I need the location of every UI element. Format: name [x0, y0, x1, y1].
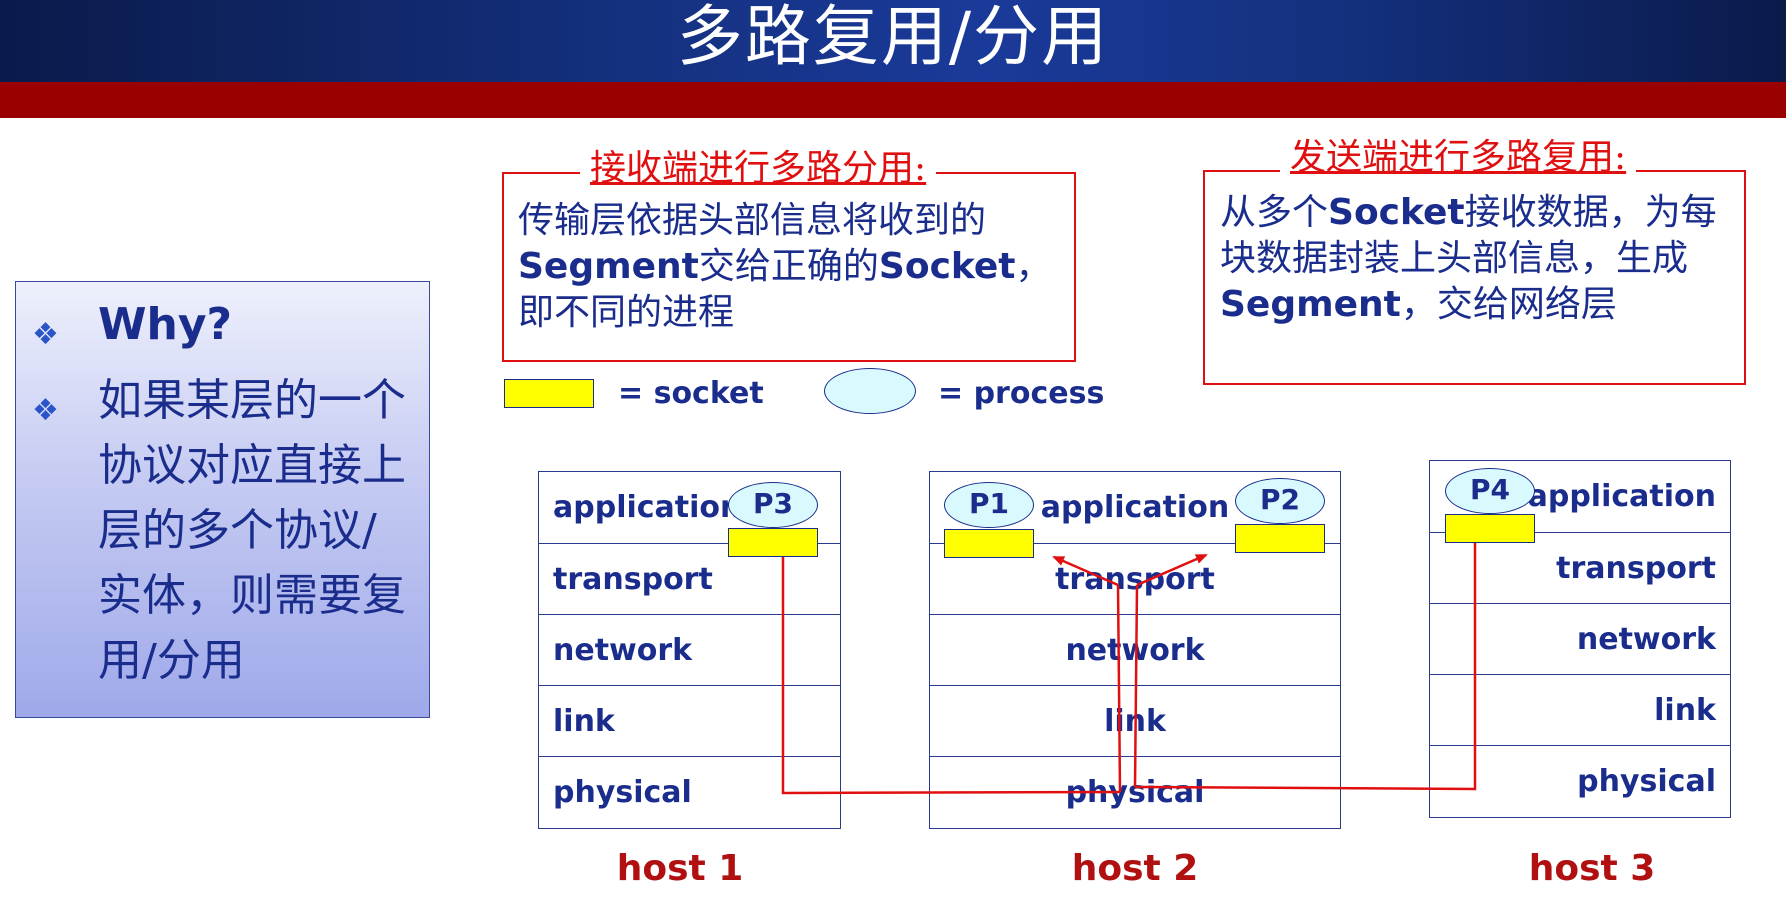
- host-1-layer-transport: transport: [539, 543, 840, 614]
- receiver-demux-note: [502, 172, 1076, 362]
- host-1-layer-physical: physical: [539, 756, 840, 827]
- socket-p4: [1445, 514, 1535, 543]
- arrow-to-p2-socket: [1136, 553, 1208, 587]
- host-1-layer-network: network: [539, 614, 840, 685]
- host-2-layer-application: application: [1040, 490, 1230, 525]
- host-3-layer-physical: physical: [1430, 745, 1730, 816]
- path-host2-up-right: [1133, 584, 1139, 788]
- host-3-layer-link: link: [1430, 674, 1730, 745]
- host-1-layer-link: link: [539, 685, 840, 756]
- legend-process-swatch: [824, 368, 916, 414]
- process-p3: P3: [728, 482, 818, 528]
- bullet-why-text: Why?: [98, 299, 233, 350]
- process-p4: P4: [1445, 468, 1535, 514]
- path-host3-to-host2: [1134, 541, 1477, 791]
- path-host2-up-left: [1116, 584, 1122, 793]
- bullet-explanation-text: 如果某层的一个协议对应直接上层的多个协议/实体，则需要复用/分用: [98, 375, 406, 686]
- host-3-layer-transport: transport: [1430, 532, 1730, 603]
- legend-process-label: = process: [938, 376, 1105, 411]
- receiver-line-3: 即不同的进程: [518, 292, 735, 333]
- sender-socket-term: Socket: [1328, 192, 1465, 233]
- receiver-segment-term: Segment: [518, 246, 699, 287]
- sender-line-3-text: ，交给网络层: [1400, 284, 1617, 325]
- sender-line-1-b: 接收数据，为每: [1464, 192, 1717, 233]
- title-bar: 多路复用/分用: [0, 0, 1786, 82]
- legend-socket-label: = socket: [618, 376, 764, 411]
- bullet-explanation: ❖ 如果某层的一个协议对应直接上层的多个协议/实体，则需要复用/分用: [32, 368, 417, 693]
- host-3-label: host 3: [1528, 848, 1656, 889]
- receiver-line-2-text: 交给正确的: [698, 246, 879, 287]
- process-p2: P2: [1235, 478, 1325, 524]
- sender-line-1-a: 从多个: [1220, 192, 1329, 233]
- receiver-demux-text: 传输层依据头部信息将收到的 Segment交给正确的Socket， 即不同的进程: [518, 198, 1068, 336]
- path-host1-to-host2: [781, 544, 1121, 795]
- title-underline-band: [0, 82, 1786, 118]
- host-3-layer-network: network: [1430, 603, 1730, 674]
- sender-mux-text: 从多个Socket接收数据，为每 块数据封装上头部信息，生成 Segment，交…: [1220, 190, 1740, 328]
- host-2-label: host 2: [1071, 848, 1199, 889]
- legend-socket-swatch: [504, 379, 594, 408]
- diamond-bullet-icon: ❖: [32, 317, 59, 352]
- sender-segment-term: Segment: [1220, 284, 1401, 325]
- arrow-to-p1-socket: [1052, 555, 1119, 587]
- receiver-socket-term: Socket: [878, 246, 1016, 287]
- receiver-line-2-comma: ，: [1015, 246, 1052, 287]
- host-3-layer-application: application: [1527, 479, 1716, 514]
- socket-p3: [728, 528, 818, 557]
- socket-p2: [1235, 524, 1325, 553]
- socket-p1: [944, 529, 1034, 558]
- receiver-demux-title: 接收端进行多路分用:: [580, 149, 937, 189]
- sender-line-3: Segment，交给网络层: [1220, 282, 1740, 328]
- sender-line-2: 块数据封装上头部信息，生成: [1220, 238, 1689, 279]
- page-title: 多路复用/分用: [676, 0, 1110, 75]
- sender-line-1: 从多个Socket接收数据，为每: [1220, 190, 1740, 236]
- host-1-layer-application: application: [553, 490, 742, 525]
- receiver-line-1: 传输层依据头部信息将收到的: [518, 200, 987, 241]
- why-box: ❖ Why? ❖ 如果某层的一个协议对应直接上层的多个协议/实体，则需要复用/分…: [15, 281, 430, 718]
- receiver-line-2: Segment交给正确的Socket，: [518, 244, 1068, 290]
- diamond-bullet-icon: ❖: [32, 393, 59, 428]
- host-1-label: host 1: [616, 848, 744, 889]
- process-p1: P1: [944, 482, 1034, 528]
- bullet-why: ❖ Why?: [32, 292, 417, 357]
- sender-mux-title: 发送端进行多路复用:: [1280, 138, 1637, 178]
